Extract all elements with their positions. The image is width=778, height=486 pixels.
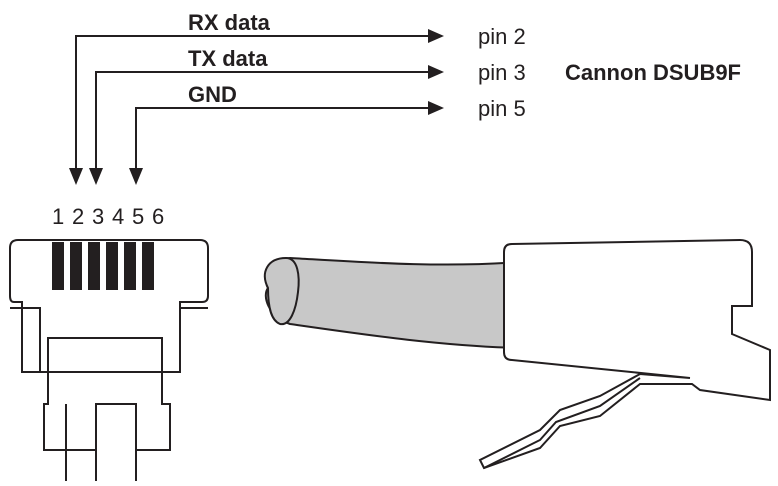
pin-number: 1 [52, 204, 64, 229]
arrow-down-icon [69, 168, 83, 185]
pin-number: 6 [152, 204, 164, 229]
gnd-wire [135, 107, 430, 170]
jack-arrowheads [69, 168, 143, 185]
contact-slot [52, 242, 64, 290]
pin-number: 3 [92, 204, 104, 229]
contact-slot [88, 242, 100, 290]
target-pin-5: pin 5 [478, 96, 526, 121]
plug-contact-dividers [66, 244, 140, 290]
rx-data-wire [75, 35, 430, 170]
contact-slot [70, 242, 82, 290]
tx-data-wire [95, 71, 430, 170]
pin-number: 2 [72, 204, 84, 229]
signal-label-rx: RX data [188, 10, 271, 35]
pin-number: 5 [132, 204, 144, 229]
plug-latch-channel [47, 337, 163, 373]
plug-latch-lever [483, 377, 641, 469]
pin-arrowheads [428, 29, 444, 115]
contact-slot [142, 242, 154, 290]
plug-contacts [52, 242, 154, 290]
arrow-down-icon [129, 168, 143, 185]
plug-shoulder-right [179, 307, 208, 330]
arrow-right-icon [428, 65, 444, 79]
signal-label-gnd: GND [188, 82, 237, 107]
target-pin-2: pin 2 [478, 24, 526, 49]
signal-wires [75, 35, 430, 170]
contact-slot [124, 242, 136, 290]
target-pin-3: pin 3 [478, 60, 526, 85]
pin-number: 4 [112, 204, 124, 229]
connector-name: Cannon DSUB9F [565, 60, 741, 85]
plug-shoulder-left [10, 307, 41, 372]
cable-end [263, 256, 300, 326]
arrow-right-icon [428, 29, 444, 43]
arrow-down-icon [89, 168, 103, 185]
signal-label-tx: TX data [188, 46, 268, 71]
jack-pin-numbers: 1 2 3 4 5 6 [52, 204, 164, 229]
plug-housing [478, 238, 771, 470]
cable [264, 256, 521, 350]
rj-plug-front-view [9, 239, 209, 481]
contact-slot [106, 242, 118, 290]
arrow-right-icon [428, 101, 444, 115]
cable-side-view [263, 238, 771, 470]
